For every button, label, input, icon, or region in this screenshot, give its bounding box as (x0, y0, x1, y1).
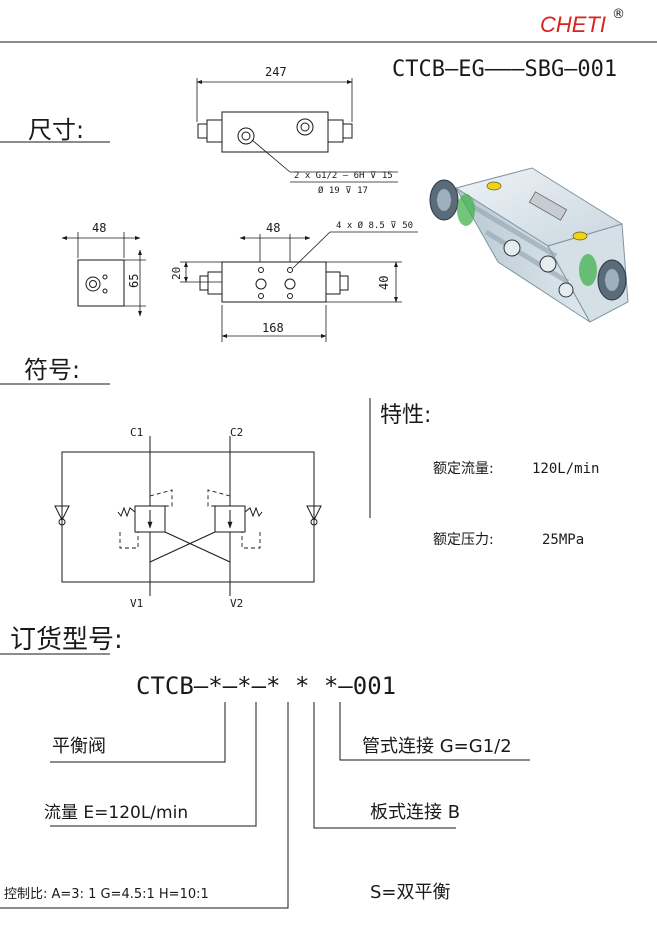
order-label-valve: 平衡阀 (52, 736, 106, 757)
port-label-v1: V1 (130, 597, 143, 610)
brand-name: CHETI (540, 12, 606, 37)
section-dimensions-title: 尺寸: (28, 116, 84, 144)
dim-length-total: 247 (265, 65, 287, 79)
order-label-plate: 板式连接 B (370, 802, 460, 823)
feature-flow-label: 额定流量: (433, 461, 494, 477)
dim-side-height: 65 (127, 274, 141, 288)
section-symbol-title: 符号: (24, 356, 80, 384)
dim-side-width: 48 (92, 221, 106, 235)
dim-port-callout-1: 2 x G1/2 – 6H ⊽ 15 (294, 171, 393, 181)
feature-flow-value: 120L/min (532, 461, 599, 477)
section-ordering-title: 订货型号: (10, 625, 123, 655)
brand-logo: CHETI ® (540, 7, 625, 37)
dim-body-length: 168 (262, 321, 284, 335)
port-label-v2: V2 (230, 597, 243, 610)
top-view-drawing (196, 78, 398, 183)
order-label-flow: 流量 E=120L/min (44, 803, 188, 823)
dim-port-callout-2: Ø 19 ⊽ 17 (318, 185, 368, 196)
feature-pressure-value: 25MPa (542, 532, 584, 548)
hydraulic-schematic (54, 436, 322, 596)
order-label-double: S=双平衡 (370, 882, 451, 903)
dim-height-left: 20 (170, 267, 183, 280)
port-label-c2: C2 (230, 426, 243, 439)
order-code-leaders (0, 702, 530, 909)
port-label-c1: C1 (130, 426, 143, 439)
valve-3d-rendering (429, 167, 629, 323)
feature-pressure-label: 额定压力: (433, 532, 494, 548)
side-view-drawing (61, 232, 146, 317)
dim-height-right: 40 (377, 276, 391, 290)
registered-mark: ® (612, 7, 625, 22)
section-features-title: 特性: (380, 403, 431, 428)
front-view-drawing (180, 231, 418, 342)
order-label-pipe: 管式连接 G=G1/2 (362, 736, 512, 757)
model-number: CTCB–EG–––SBG–001 (392, 57, 617, 82)
dim-hole-callout: 4 x Ø 8.5 ⊽ 50 (336, 220, 413, 231)
order-label-ratio: 控制比: A=3: 1 G=4.5:1 H=10:1 (4, 887, 209, 902)
dim-hole-spacing: 48 (266, 221, 280, 235)
order-code: CTCB–*–*–* * *–001 (136, 672, 396, 700)
